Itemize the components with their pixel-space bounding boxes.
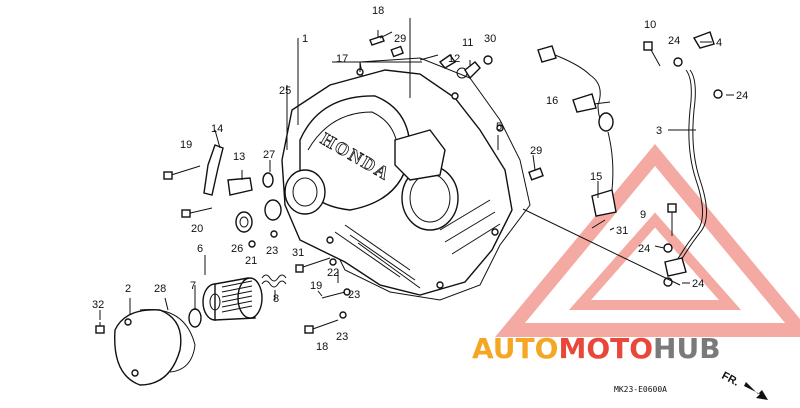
callout-24-top: 24 (668, 35, 680, 47)
callout-18-bot: 18 (316, 341, 328, 353)
direction-indicator: FR. (720, 370, 768, 400)
callout-27: 27 (263, 149, 275, 161)
callout-29: 29 (394, 33, 406, 45)
callout-14: 14 (211, 123, 223, 135)
callout-29-right: 29 (530, 145, 542, 157)
callout-19: 19 (180, 139, 192, 151)
small-parts (95, 31, 544, 334)
callout-7: 7 (190, 280, 196, 292)
direction-label: FR. (720, 370, 741, 389)
callout-24-right: 24 (736, 90, 748, 102)
callout-15: 15 (590, 171, 602, 183)
callout-6: 6 (197, 243, 203, 255)
callout-4: 4 (716, 37, 722, 49)
callout-24-bot: 24 (692, 278, 704, 290)
callout-10: 10 (644, 19, 656, 31)
callout-23: 23 (266, 245, 278, 257)
spring (261, 274, 287, 288)
callout-5: 5 (496, 121, 502, 133)
callout-2: 2 (125, 283, 131, 295)
direction-arrow-icon (744, 382, 768, 400)
callout-1: 1 (302, 33, 308, 45)
callout-3: 3 (656, 125, 662, 137)
callout-31-right: 31 (616, 225, 628, 237)
callout-26: 26 (231, 243, 243, 255)
callout-18: 18 (372, 5, 384, 17)
callout-25: 25 (279, 85, 291, 97)
watermark-logo: AUTOMOTOHUB (472, 332, 721, 365)
callout-17: 17 (336, 53, 348, 65)
leader-lines (99, 18, 734, 320)
o-ring (188, 308, 202, 328)
filter-cover (114, 308, 196, 386)
watermark-triangle (495, 144, 800, 337)
callout-22: 22 (327, 267, 339, 279)
callout-21: 21 (245, 255, 257, 267)
watermark-auto: AUTO (472, 332, 558, 365)
callout-9: 9 (640, 209, 646, 221)
callout-31: 31 (292, 247, 304, 259)
watermark-hub: HUB (653, 332, 721, 365)
callout-32: 32 (92, 299, 104, 311)
watermark-moto: MOTO (558, 332, 653, 365)
callout-20: 20 (191, 223, 203, 235)
callout-13: 13 (233, 151, 245, 163)
callout-23-b: 23 (348, 289, 360, 301)
callout-30: 30 (484, 33, 496, 45)
callout-numbers: 18 29 11 30 12 17 1 25 14 19 13 27 20 26… (92, 5, 748, 353)
callout-8: 8 (273, 293, 279, 305)
oil-filter (202, 277, 263, 321)
callout-16: 16 (546, 95, 558, 107)
svg-text:AUTOMOTOHUB: AUTOMOTOHUB (472, 332, 721, 365)
callout-24-mid: 24 (638, 243, 650, 255)
diagram-code: MK23-E0600A (614, 385, 667, 394)
callout-28: 28 (154, 283, 166, 295)
callout-23-c: 23 (336, 331, 348, 343)
callout-12: 12 (448, 53, 460, 65)
callout-11: 11 (462, 37, 473, 49)
crankcase-cover: HONDA (281, 57, 531, 301)
callout-19-mid: 19 (310, 280, 322, 292)
